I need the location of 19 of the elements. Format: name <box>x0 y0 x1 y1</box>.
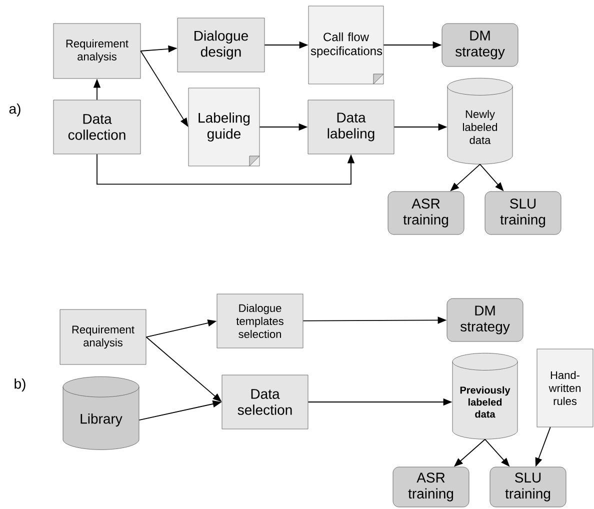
process-box: Data labeling <box>308 100 394 154</box>
rounded-box: ASR training <box>388 191 464 235</box>
process-box: Data selection <box>222 374 308 430</box>
rounded-box: SLU training <box>484 191 562 235</box>
rounded-box: ASR training <box>392 466 470 508</box>
database-cylinder: Previously labeled data <box>452 352 518 440</box>
process-box: Requirement analysis <box>53 23 141 79</box>
panel-label: b) <box>14 378 26 392</box>
rounded-box: SLU training <box>490 466 566 508</box>
database-cylinder: Newly labeled data <box>447 78 513 164</box>
process-box: Dialogue templates selection <box>216 294 304 348</box>
rounded-box: DM strategy <box>446 298 524 342</box>
process-box: Requirement analysis <box>60 309 146 365</box>
panel-label: a) <box>9 103 20 117</box>
rounded-box: DM strategy <box>442 23 518 67</box>
process-box: Data collection <box>53 100 141 154</box>
process-box: Hand-written rules <box>536 348 594 428</box>
database-cylinder: Library <box>62 376 140 450</box>
process-box: Dialogue design <box>177 18 265 72</box>
